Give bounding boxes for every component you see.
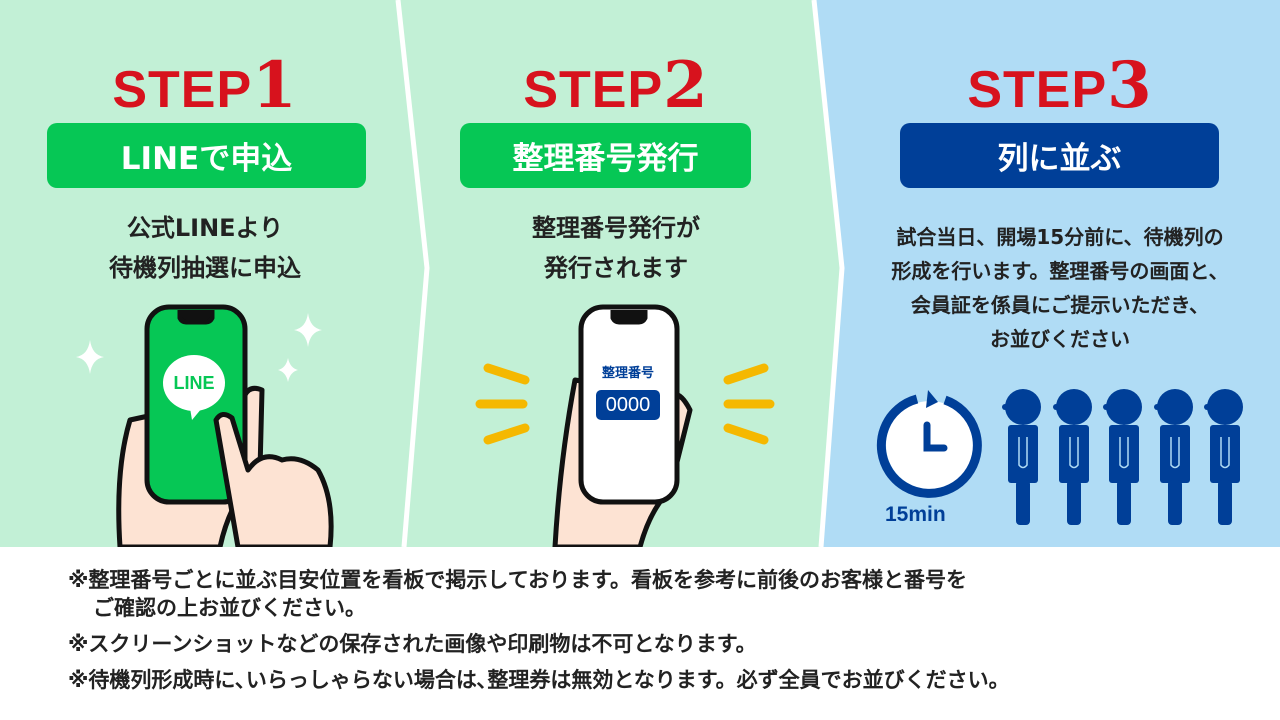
person-icon [1154,389,1193,525]
step1-badge: LINEで申込 [47,123,366,188]
person-icon [1204,389,1243,525]
timer-label: 15min [885,503,946,526]
step3-badge: 列に並ぶ [900,123,1219,188]
chevron-divider [395,0,430,548]
sparkle-icon [76,313,322,382]
note-1: ※整理番号ごとに並ぶ目安位置を看板で掲示しております。看板を参考に前後のお客様と… [68,568,968,592]
step1-description: 公式LINEより 待機列抽選に申込 [45,208,365,288]
step2-title: STEP2 [523,48,709,123]
hand-phone-illustration [552,304,693,547]
clock-timer-icon [876,390,982,498]
desc-line: 形成を行います。整理番号の画面と、 [891,259,1229,283]
step1-title: STEP1 [112,48,298,123]
desc-line: 公式LINEより [126,214,284,242]
phone-ticket-number: 0000 [596,390,660,420]
illustrations [76,304,1243,547]
highlight-rays-icon [475,363,775,445]
chevron-divider [811,0,845,548]
phone-ticket-label: 整理番号 [601,366,654,381]
note-3: ※待機列形成時に､いらっしゃらない場合は､整理券は無効となります。必ず全員でお並… [68,668,1010,692]
desc-line: 整理番号発行が [532,214,700,242]
queue-people [1002,389,1243,525]
step2-badge: 整理番号発行 [460,123,751,188]
step3-title: STEP3 [967,48,1153,123]
desc-line: お並びください [990,327,1130,351]
desc-line: 会員証を係員にご提示いただき、 [910,293,1210,317]
line-logo-icon [163,355,225,411]
person-icon [1053,389,1092,525]
line-logo-text: LINE [173,372,215,393]
notes: ※整理番号ごとに並ぶ目安位置を看板で掲示しております。看板を参考に前後のお客様と… [68,562,1010,698]
hand-phone-illustration [116,304,334,547]
desc-line: 待機列抽選に申込 [109,254,301,282]
desc-line: 発行されます [544,254,688,282]
note-2: ※スクリーンショットなどの保存された画像や印刷物は不可となります。 [68,632,757,656]
step3-description: 試合当日、開場15分前に、待機列の 形成を行います。整理番号の画面と、 会員証を… [840,220,1280,356]
person-icon [1103,389,1142,525]
note-1-continued: ご確認の上お並びください。 [93,596,366,620]
person-icon [1002,389,1041,525]
step2-description: 整理番号発行が 発行されます [456,208,776,288]
desc-line: 試合当日、開場15分前に、待機列の [896,225,1224,249]
